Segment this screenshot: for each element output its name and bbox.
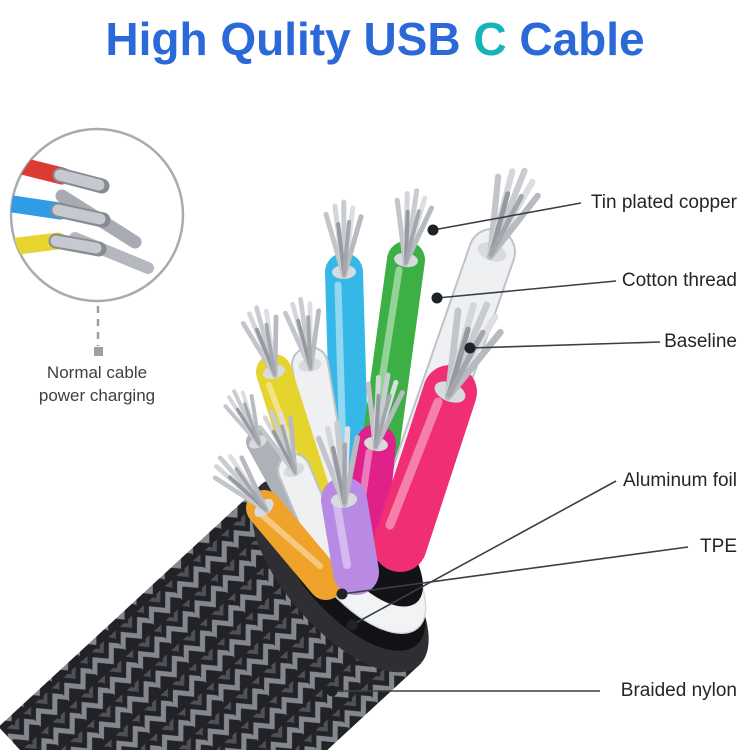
wire-pink-highlight [385,397,443,530]
leader-line-baseline [469,341,661,349]
inset-caption-line1: Normal cable [46,363,148,382]
title-part1: High Qulity USB [105,13,474,65]
label-braided-nylon: Braided nylon [620,680,737,701]
callout-dot-aluminum [346,619,358,631]
braided-nylon-body [0,486,422,750]
inset-caption: Normal cable power charging [12,362,182,408]
wire-lavender-highlight [333,501,351,569]
label-baseline: Baseline [664,331,737,352]
leader-line-tin [432,202,582,231]
callout-dot-cotton [431,292,443,304]
inset-wire-red-tip [54,169,105,191]
wire-white-low [279,455,349,580]
title-part2: C [473,13,507,65]
wire-orange [246,490,344,600]
inset-connector-end-square [94,347,103,356]
label-tin-plated-copper: Tin plated copper [590,192,737,213]
callout-dot-tpe [336,588,348,600]
inset-wire-yellow-tip [50,235,102,254]
callout-dot-braided [326,685,338,697]
wire-lavender [321,477,379,595]
callout-dot-tin [427,224,439,236]
label-tpe: TPE [700,536,737,557]
label-aluminum-foil: Aluminum foil [622,470,737,491]
inset-wire-blue-tip [52,204,106,225]
wire-orange-highlight [259,512,323,569]
leader-line-cotton [436,280,617,299]
callout-dot-baseline [464,342,476,354]
copper-strands-green [388,188,433,269]
page-title: High Qulity USB C Cable [0,12,750,66]
inset-caption-line2: power charging [38,385,156,405]
leader-line-aluminum [351,480,617,626]
leader-line-tpe [341,546,689,595]
title-part3: Cable [506,13,645,65]
label-cotton-thread: Cotton thread [621,270,737,291]
wire-pink [373,365,477,572]
